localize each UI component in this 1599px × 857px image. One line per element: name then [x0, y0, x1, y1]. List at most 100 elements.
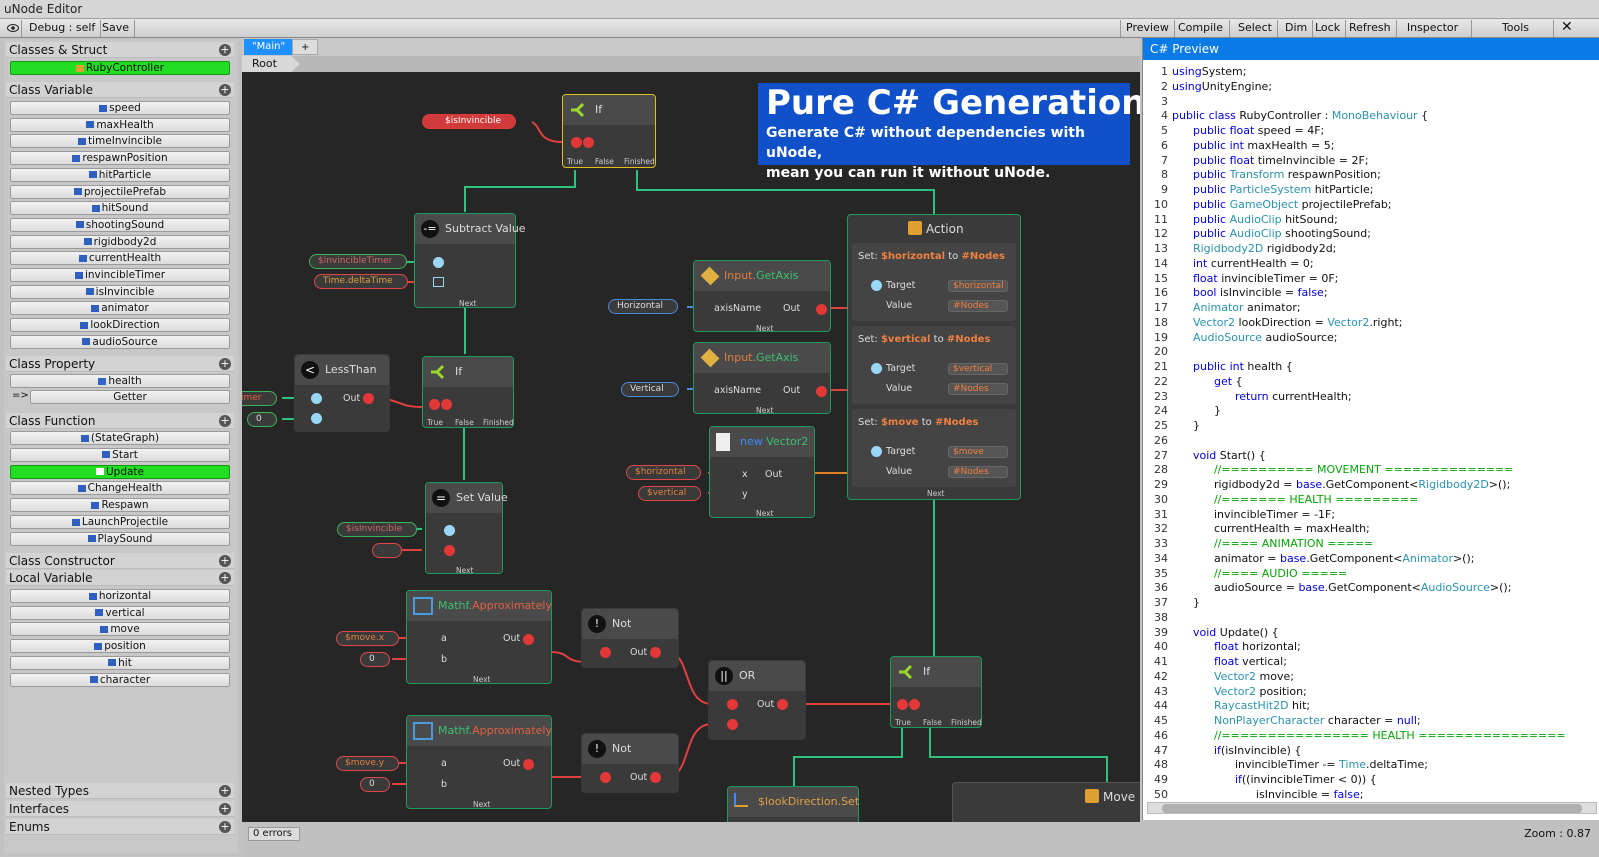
scroll-thumb[interactable] — [1162, 804, 1582, 813]
if-node-top[interactable]: If True False Finished — [562, 94, 656, 168]
target-pin[interactable] — [871, 363, 882, 374]
approximately-node-2[interactable]: Mathf.Approximately a b Out Next — [406, 715, 552, 809]
tab-main[interactable]: "Main" — [244, 39, 294, 55]
add-icon[interactable]: + — [219, 554, 231, 567]
horizontal-string-pill[interactable]: Horizontal — [608, 299, 678, 314]
sidebar-item-start[interactable]: Start — [10, 447, 230, 462]
in-pin[interactable] — [600, 772, 611, 783]
condition-pin[interactable] — [909, 699, 920, 710]
sidebar-item-respawnposition[interactable]: respawnPosition — [10, 151, 230, 166]
zero-pill[interactable]: 0 — [247, 412, 277, 427]
target-dropdown[interactable]: $move — [948, 446, 1008, 458]
sidebar-item-vertical[interactable]: vertical — [10, 605, 230, 620]
inspector-button[interactable]: Inspector — [1394, 20, 1472, 37]
out-pin[interactable] — [777, 699, 788, 710]
section-class-function[interactable]: Class Function+ — [6, 413, 234, 429]
getaxis-node-2[interactable]: Input.GetAxis axisName Out Next — [693, 342, 831, 415]
add-icon[interactable]: + — [219, 784, 231, 797]
section-interfaces[interactable]: Interfaces+ — [6, 801, 234, 817]
new-vector2-node[interactable]: new Vector2 x y Out Next — [709, 426, 815, 518]
value-pin[interactable] — [444, 545, 455, 556]
horizontal-var-pill[interactable]: $horizontal — [626, 465, 701, 480]
sidebar-item-timeinvincible[interactable]: timeInvincible — [10, 134, 230, 149]
sidebar-item-speed[interactable]: speed — [10, 101, 230, 115]
isinvincible-set-pill[interactable]: $isInvincible — [337, 522, 418, 537]
sidebar-item-invincibletimer[interactable]: invincibleTimer — [10, 268, 230, 282]
timer-pill[interactable]: imer — [242, 391, 277, 406]
add-icon[interactable]: + — [219, 802, 231, 815]
vertical-string-pill[interactable]: Vertical — [621, 382, 679, 397]
b-pin[interactable] — [311, 413, 322, 424]
horizontal-scrollbar[interactable] — [1147, 802, 1597, 814]
if-node-bottom[interactable]: If True False Finished — [890, 656, 982, 728]
section-class-variable[interactable]: Classes & StructClass Variable+ — [6, 82, 234, 98]
value-dropdown[interactable]: #Nodes — [948, 466, 1008, 478]
sidebar-item-hitparticle[interactable]: hitParticle — [10, 167, 230, 182]
value-dropdown[interactable]: #Nodes — [948, 300, 1008, 312]
sidebar-item-animator[interactable]: animator — [10, 301, 230, 316]
out-pin[interactable] — [650, 772, 661, 783]
sidebar-item-hit[interactable]: hit — [10, 655, 230, 670]
approximately-node-1[interactable]: Mathf.Approximately a b Out Next — [406, 590, 552, 684]
getaxis-node-1[interactable]: Input.GetAxis axisName Out Next — [693, 260, 831, 333]
a-pin[interactable] — [311, 393, 322, 404]
out-pin[interactable] — [363, 393, 374, 404]
sidebar-item-maxhealth[interactable]: maxHealth — [10, 117, 230, 132]
sidebar-item-update[interactable]: Update — [10, 464, 230, 479]
section-enums[interactable]: Enums+ — [6, 819, 234, 835]
getter-item[interactable]: Getter — [30, 390, 230, 404]
add-icon[interactable]: + — [219, 820, 231, 833]
a-pin[interactable] — [727, 699, 738, 710]
deltatime-pill[interactable]: Time.deltaTime — [314, 274, 408, 289]
sidebar-item-hitsound[interactable]: hitSound — [10, 201, 230, 216]
sidebar-item-move[interactable]: move — [10, 622, 230, 637]
target-dropdown[interactable]: $horizontal — [948, 280, 1008, 292]
section-class-property[interactable]: Class Property+ — [6, 356, 234, 372]
condition-pin[interactable] — [441, 399, 452, 410]
eye-icon[interactable] — [2, 20, 22, 37]
sidebar-item-currenthealth[interactable]: currentHealth — [10, 251, 230, 266]
sidebar-item-audiosource[interactable]: audioSource — [10, 334, 230, 349]
select-button[interactable]: Select — [1233, 20, 1278, 37]
section-local-variable[interactable]: Local Variable+ — [6, 570, 234, 586]
add-tab-button[interactable]: + — [292, 39, 319, 55]
add-icon[interactable]: + — [219, 357, 231, 370]
move-node[interactable]: Move — [952, 782, 1140, 822]
movey-pill[interactable]: $move.y — [336, 756, 400, 771]
dim-button[interactable]: Dim — [1280, 20, 1314, 37]
value-dropdown[interactable]: #Nodes — [948, 383, 1008, 395]
vertical-var-pill[interactable]: $vertical — [638, 486, 702, 501]
zero-a-pill[interactable]: 0 — [360, 652, 390, 667]
sidebar-item-stategraph[interactable]: (StateGraph) — [10, 431, 230, 445]
property-item[interactable]: health — [10, 374, 230, 388]
lessthan-node[interactable]: < LessThan Out — [294, 354, 390, 432]
movex-pill[interactable]: $move.x — [336, 631, 400, 646]
invincibletimer-pill[interactable]: $invincibleTimer — [309, 254, 408, 269]
out-pin[interactable] — [650, 647, 661, 658]
compile-button[interactable]: Compile — [1172, 20, 1230, 37]
breadcrumb-root[interactable]: Root — [242, 56, 300, 72]
tools-button[interactable]: Tools — [1478, 20, 1554, 37]
sidebar-item-position[interactable]: position — [10, 639, 230, 654]
graph-canvas[interactable]: Pure C# Generation Generate C# without d… — [242, 72, 1140, 822]
b-pin[interactable] — [727, 719, 738, 730]
input-pin[interactable] — [429, 399, 440, 410]
preview-button[interactable]: Preview — [1120, 20, 1175, 37]
input-pin[interactable] — [571, 137, 582, 148]
sidebar-item-isinvincible[interactable]: isInvincible — [10, 284, 230, 299]
out-pin[interactable] — [816, 386, 827, 397]
section-classes-struct[interactable]: Classes & Struct+ — [6, 42, 234, 58]
add-icon[interactable]: + — [219, 83, 231, 96]
zero-b-pill[interactable]: 0 — [360, 777, 390, 792]
sidebar-item-projectileprefab[interactable]: projectilePrefab — [10, 184, 230, 199]
isinvincible-pill[interactable]: $isInvincible — [422, 114, 517, 129]
target-pin[interactable] — [444, 525, 455, 536]
target-pin[interactable] — [871, 280, 882, 291]
target-pin[interactable] — [871, 446, 882, 457]
subtract-value-node[interactable]: -= Subtract Value Next — [414, 213, 526, 308]
sidebar-item-respawn[interactable]: Respawn — [10, 498, 230, 513]
